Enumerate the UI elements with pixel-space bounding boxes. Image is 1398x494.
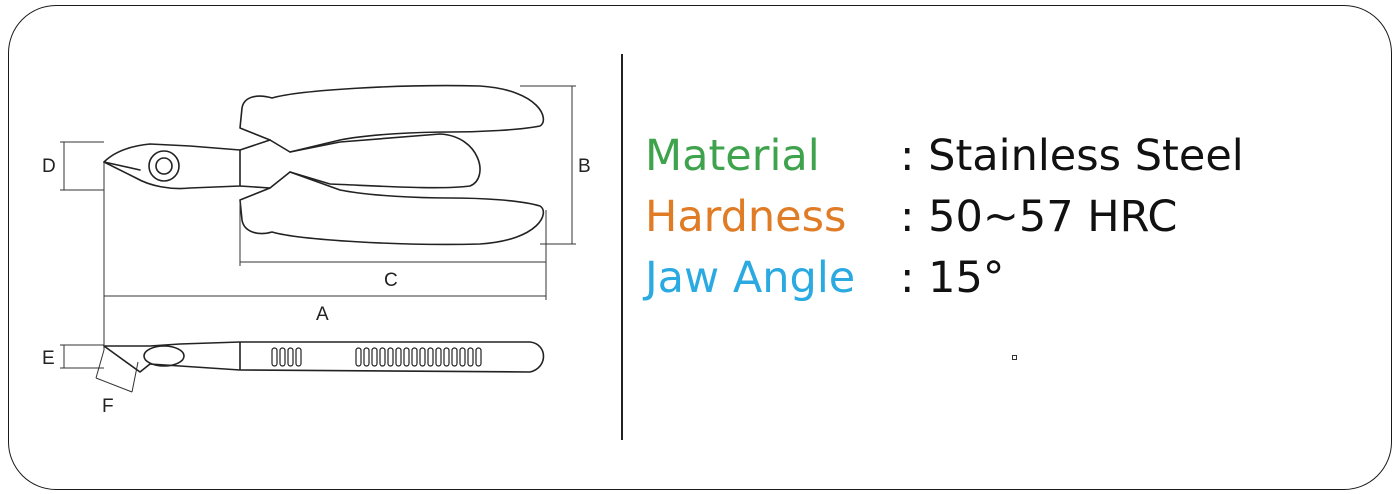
- side-view-body: [103, 341, 545, 373]
- dim-label-a: A: [316, 304, 329, 325]
- spec-row-jaw-angle: Jaw Angle : 15°: [645, 248, 1004, 308]
- dim-b: [520, 85, 576, 245]
- pivot-inner: [155, 157, 173, 175]
- spec-value-material: : Stainless Steel: [900, 131, 1244, 181]
- side-view-pivot: [143, 345, 185, 367]
- dim-a: [103, 162, 547, 350]
- spec-label-hardness: Hardness: [645, 192, 847, 242]
- dim-label-e: E: [42, 348, 55, 369]
- dim-e: [60, 344, 104, 369]
- dim-f: [95, 349, 139, 393]
- neck-top: [239, 139, 271, 151]
- dim-label-c: C: [384, 270, 398, 291]
- lower-handle: [239, 171, 545, 246]
- jaw-line: [103, 161, 141, 171]
- dim-c: [239, 200, 547, 266]
- pliers-head: [103, 143, 241, 190]
- spec-label-material: Material: [645, 131, 820, 181]
- spec-row-material: Material : Stainless Steel: [645, 126, 1244, 186]
- pivot-outer: [148, 150, 180, 182]
- small-square-marker: [1012, 355, 1017, 360]
- spec-card: [8, 5, 1392, 490]
- spec-value-hardness: : 50~57 HRC: [900, 192, 1178, 242]
- grip-loop: [289, 133, 481, 189]
- spec-row-hardness: Hardness : 50~57 HRC: [645, 187, 1177, 247]
- divider: [621, 54, 623, 440]
- neck-bottom: [239, 185, 271, 189]
- spec-value-jaw-angle: : 15°: [900, 253, 1005, 303]
- dim-label-d: D: [42, 156, 56, 177]
- grip-slots: [271, 347, 482, 367]
- dim-d: [60, 141, 104, 191]
- upper-handle: [239, 84, 545, 153]
- spec-label-jaw-angle: Jaw Angle: [645, 253, 856, 303]
- dim-label-f: F: [102, 396, 114, 417]
- dim-label-b: B: [578, 156, 591, 177]
- pliers-technical-drawing: D B C A E F: [42, 84, 591, 417]
